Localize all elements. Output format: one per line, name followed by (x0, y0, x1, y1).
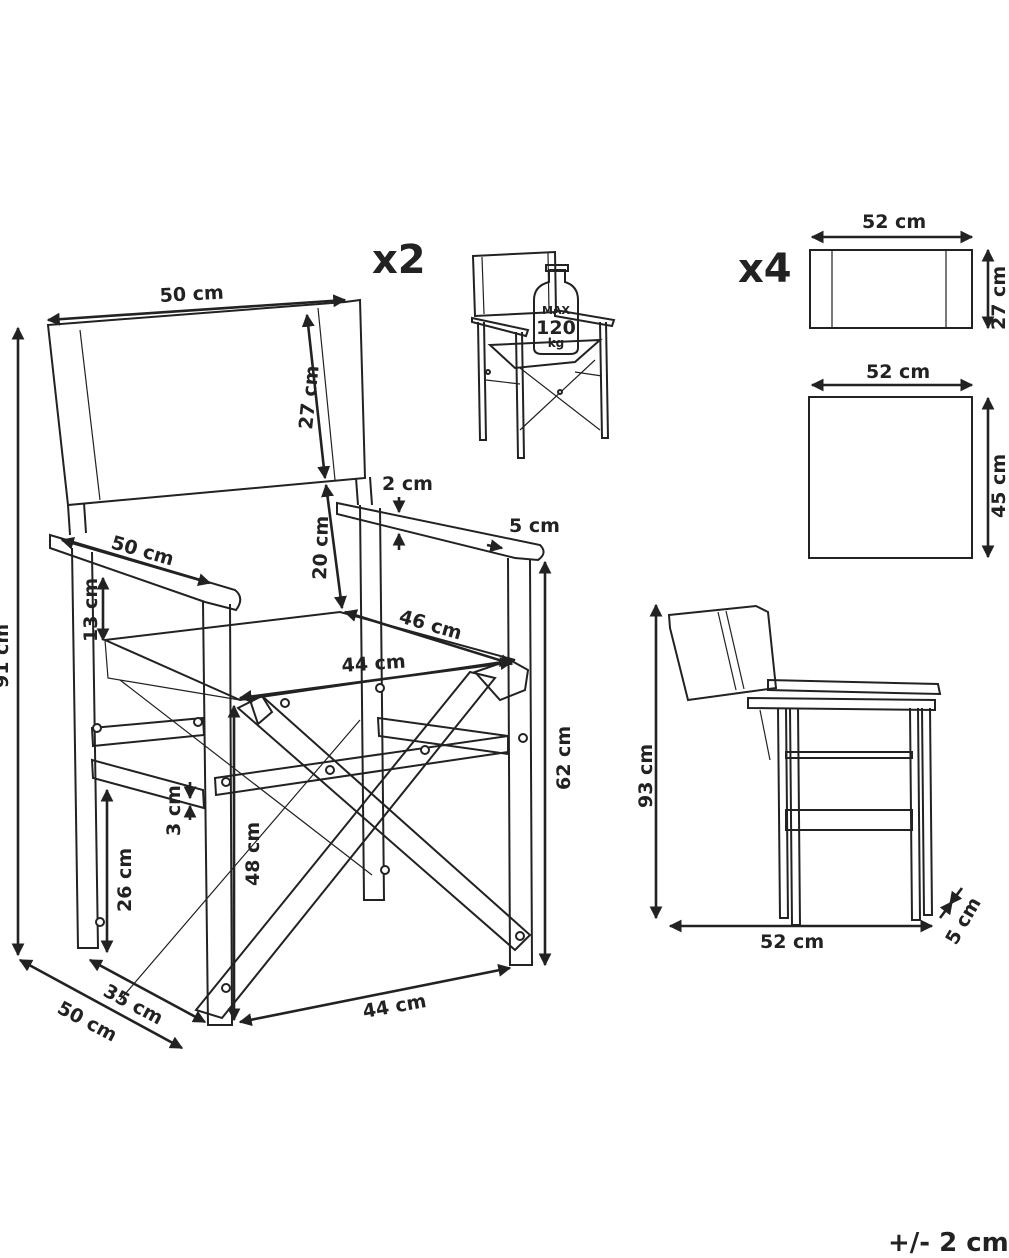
badge-weight-text: 120 (536, 317, 576, 339)
tolerance-note: +/- 2 cm (888, 1228, 1009, 1258)
weight-badge: MAX 120 kg (533, 264, 579, 355)
backrest-width-label: 50 cm (159, 282, 224, 307)
seat-panel-height-label: 45 cm (988, 454, 1009, 518)
seat-panel-width-label: 52 cm (866, 361, 930, 383)
dimension-lines (11, 294, 552, 1050)
back-to-seat-label: 20 cm (309, 515, 333, 580)
armrest-thickness-label: 5 cm (509, 515, 560, 537)
arm-to-seat-label: 13 cm (80, 578, 102, 642)
overall-height-label: 91 cm (0, 624, 13, 688)
folded-chair-drawing (649, 603, 964, 933)
fabric-panels (808, 230, 995, 559)
leg-thickness-label: 3 cm (163, 785, 185, 836)
cushion-quantity: x4 (738, 246, 792, 292)
folded-height-label: 93 cm (635, 744, 657, 808)
badge-unit-text: kg (548, 336, 565, 350)
armrest-height-label: 62 cm (553, 726, 575, 790)
chair-thumbnail (471, 250, 616, 459)
chair-drawing (46, 298, 545, 1026)
badge-max-text: MAX (542, 304, 570, 317)
folded-width-label: 52 cm (760, 931, 824, 953)
back-panel-width-label: 52 cm (862, 211, 926, 233)
armrest-width-label: 2 cm (382, 473, 433, 495)
stretcher-height-label: 26 cm (114, 848, 136, 912)
folded-thickness-label: 5 cm (941, 893, 986, 948)
back-panel-height-label: 27 cm (988, 266, 1009, 330)
chair-quantity: x2 (372, 237, 426, 283)
seat-height-label: 48 cm (242, 822, 264, 886)
seat-width-label: 44 cm (341, 651, 407, 677)
